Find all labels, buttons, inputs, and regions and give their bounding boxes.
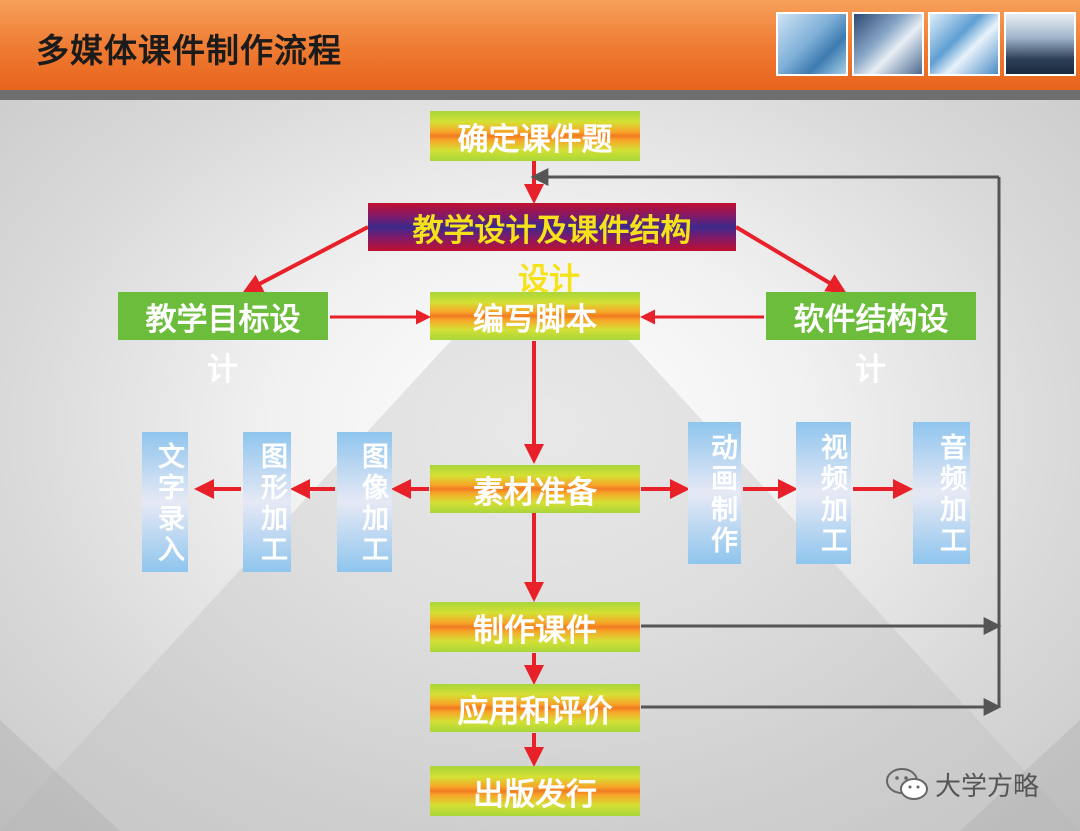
header-thumbnails (776, 12, 1076, 76)
header-divider (0, 90, 1080, 100)
media-image-processing: 图像加工 (337, 432, 392, 572)
node-material-prep: 素材准备 (430, 465, 640, 513)
media-animation: 动画制作 (688, 422, 741, 564)
thumbnail-lab-glassware (776, 12, 848, 76)
thumbnail-person-computer (852, 12, 924, 76)
media-video-processing: 视频加工 (796, 422, 851, 564)
arrow-design-to-goal (242, 225, 369, 293)
thumbnail-classroom (1004, 12, 1076, 76)
arrow-design-to-structure (734, 225, 847, 294)
node-publish: 出版发行 (430, 766, 640, 816)
thumbnail-world-map (928, 12, 1000, 76)
node-teaching-design: 教学设计及课件结构 (368, 203, 736, 251)
media-text-input: 文字录入 (142, 432, 188, 572)
header-bar: 多媒体课件制作流程 (0, 0, 1080, 90)
page-title: 多媒体课件制作流程 (36, 31, 342, 70)
watermark-text: 大学方略 (935, 772, 1040, 802)
node-apply-evaluate: 应用和评价 (430, 684, 640, 732)
node-write-script: 编写脚本 (430, 292, 640, 340)
node-teaching-goal: 教学目标设 (118, 292, 328, 340)
watermark: 大学方略 (885, 766, 1039, 803)
media-audio-processing: 音频加工 (913, 422, 970, 564)
media-graphic-processing: 图形加工 (243, 432, 291, 572)
node-software-structure-overflow: 计 (855, 352, 886, 388)
node-make-courseware: 制作课件 (430, 602, 640, 652)
node-software-structure: 软件结构设 (766, 292, 976, 340)
node-confirm-topic: 确定课件题 (430, 111, 640, 161)
road-background-graphic (0, 320, 1080, 831)
wechat-icon (886, 767, 928, 800)
node-teaching-goal-overflow: 计 (207, 352, 238, 388)
